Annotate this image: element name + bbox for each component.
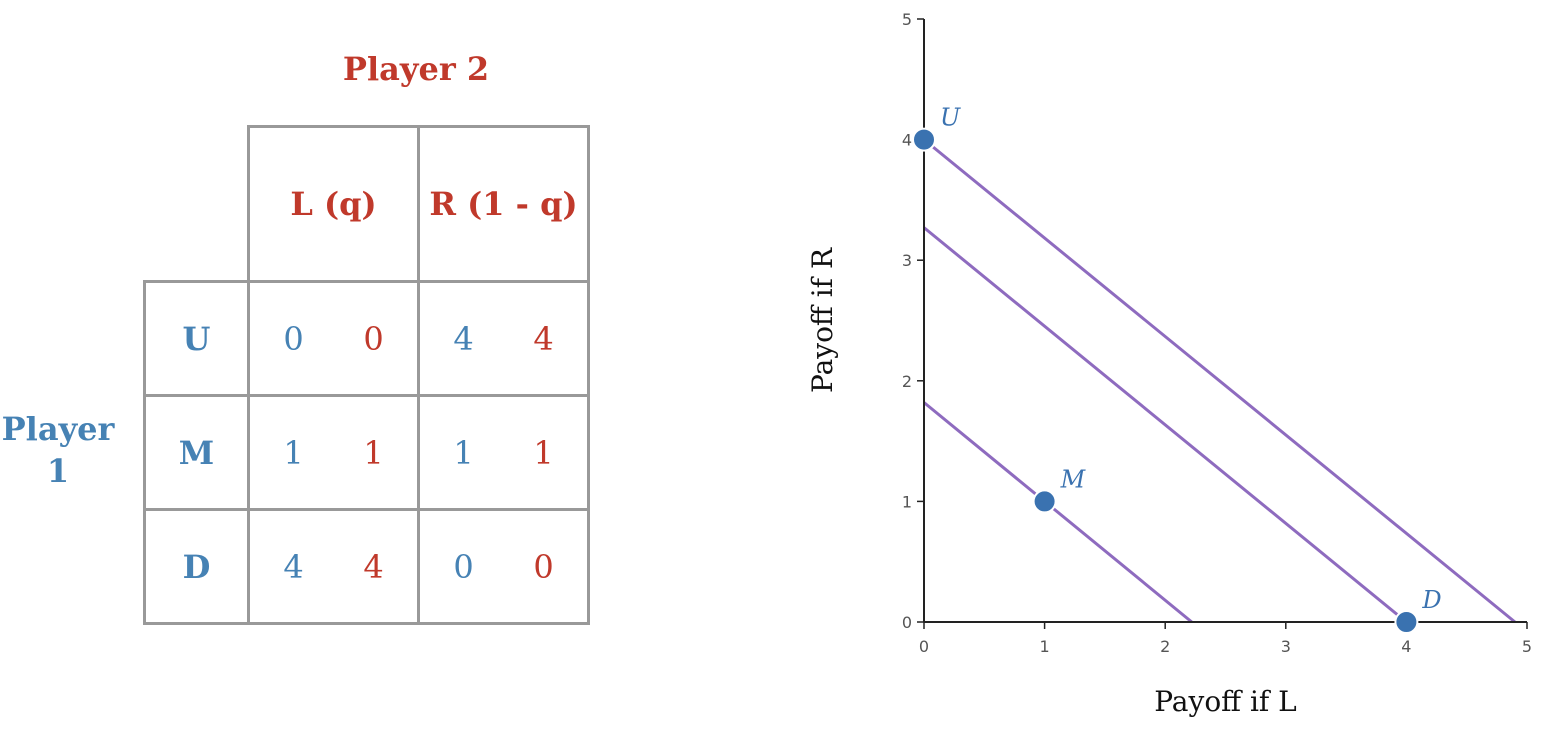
y-tick-label: 5 xyxy=(902,10,912,29)
y-tick-label: 3 xyxy=(902,251,912,270)
payoff-player2: 4 xyxy=(533,319,554,358)
x-tick-label: 5 xyxy=(1522,637,1532,656)
payoff-player2: 0 xyxy=(533,547,554,586)
point-d xyxy=(1394,610,1419,634)
point-label-m: M xyxy=(1060,465,1087,493)
payoff-player2: 1 xyxy=(533,433,554,472)
point-label-d: D xyxy=(1421,586,1441,614)
column-header-r: R (1 - q) xyxy=(417,125,590,283)
player1-label: Player 1 xyxy=(1,410,115,490)
payoff-player1: 1 xyxy=(453,433,474,472)
matrix-corner xyxy=(144,126,250,283)
x-tick-label: 4 xyxy=(1401,637,1411,656)
y-tick-label: 0 xyxy=(902,613,912,632)
x-axis-label: Payoff if L xyxy=(1154,685,1297,718)
payoff-player1: 0 xyxy=(283,319,304,358)
indifference-line-3 xyxy=(923,138,1516,624)
y-tick-label: 2 xyxy=(902,372,912,391)
point-u xyxy=(912,127,936,152)
payoff-player1: 0 xyxy=(453,547,474,586)
y-axis-label: Payoff if R xyxy=(806,247,839,393)
payoff-player2: 1 xyxy=(363,433,384,472)
payoff-player2: 4 xyxy=(363,547,384,586)
row-header-d: D xyxy=(143,508,250,625)
payoff-player1: 4 xyxy=(283,547,304,586)
row-header-u: U xyxy=(143,280,250,397)
point-label-u: U xyxy=(940,104,961,132)
y-tick-label: 4 xyxy=(902,131,912,150)
indifference-line-1 xyxy=(923,401,1193,624)
x-tick-label: 2 xyxy=(1160,637,1170,656)
y-tick-label: 1 xyxy=(902,492,912,511)
payoff-player1: 1 xyxy=(283,433,304,472)
x-tick-label: 0 xyxy=(919,637,929,656)
row-header-m: M xyxy=(143,394,250,511)
x-tick-label: 3 xyxy=(1281,637,1291,656)
indifference-line-2 xyxy=(923,226,1408,624)
x-tick-label: 1 xyxy=(1040,637,1050,656)
player2-label: Player 2 xyxy=(342,50,490,88)
column-header-l: L (q) xyxy=(247,125,420,283)
point-m xyxy=(1032,489,1057,514)
matrix-header-row: L (q) R (1 - q) xyxy=(144,125,590,283)
payoff-player1: 4 xyxy=(453,319,474,358)
payoff-player2: 0 xyxy=(363,319,384,358)
